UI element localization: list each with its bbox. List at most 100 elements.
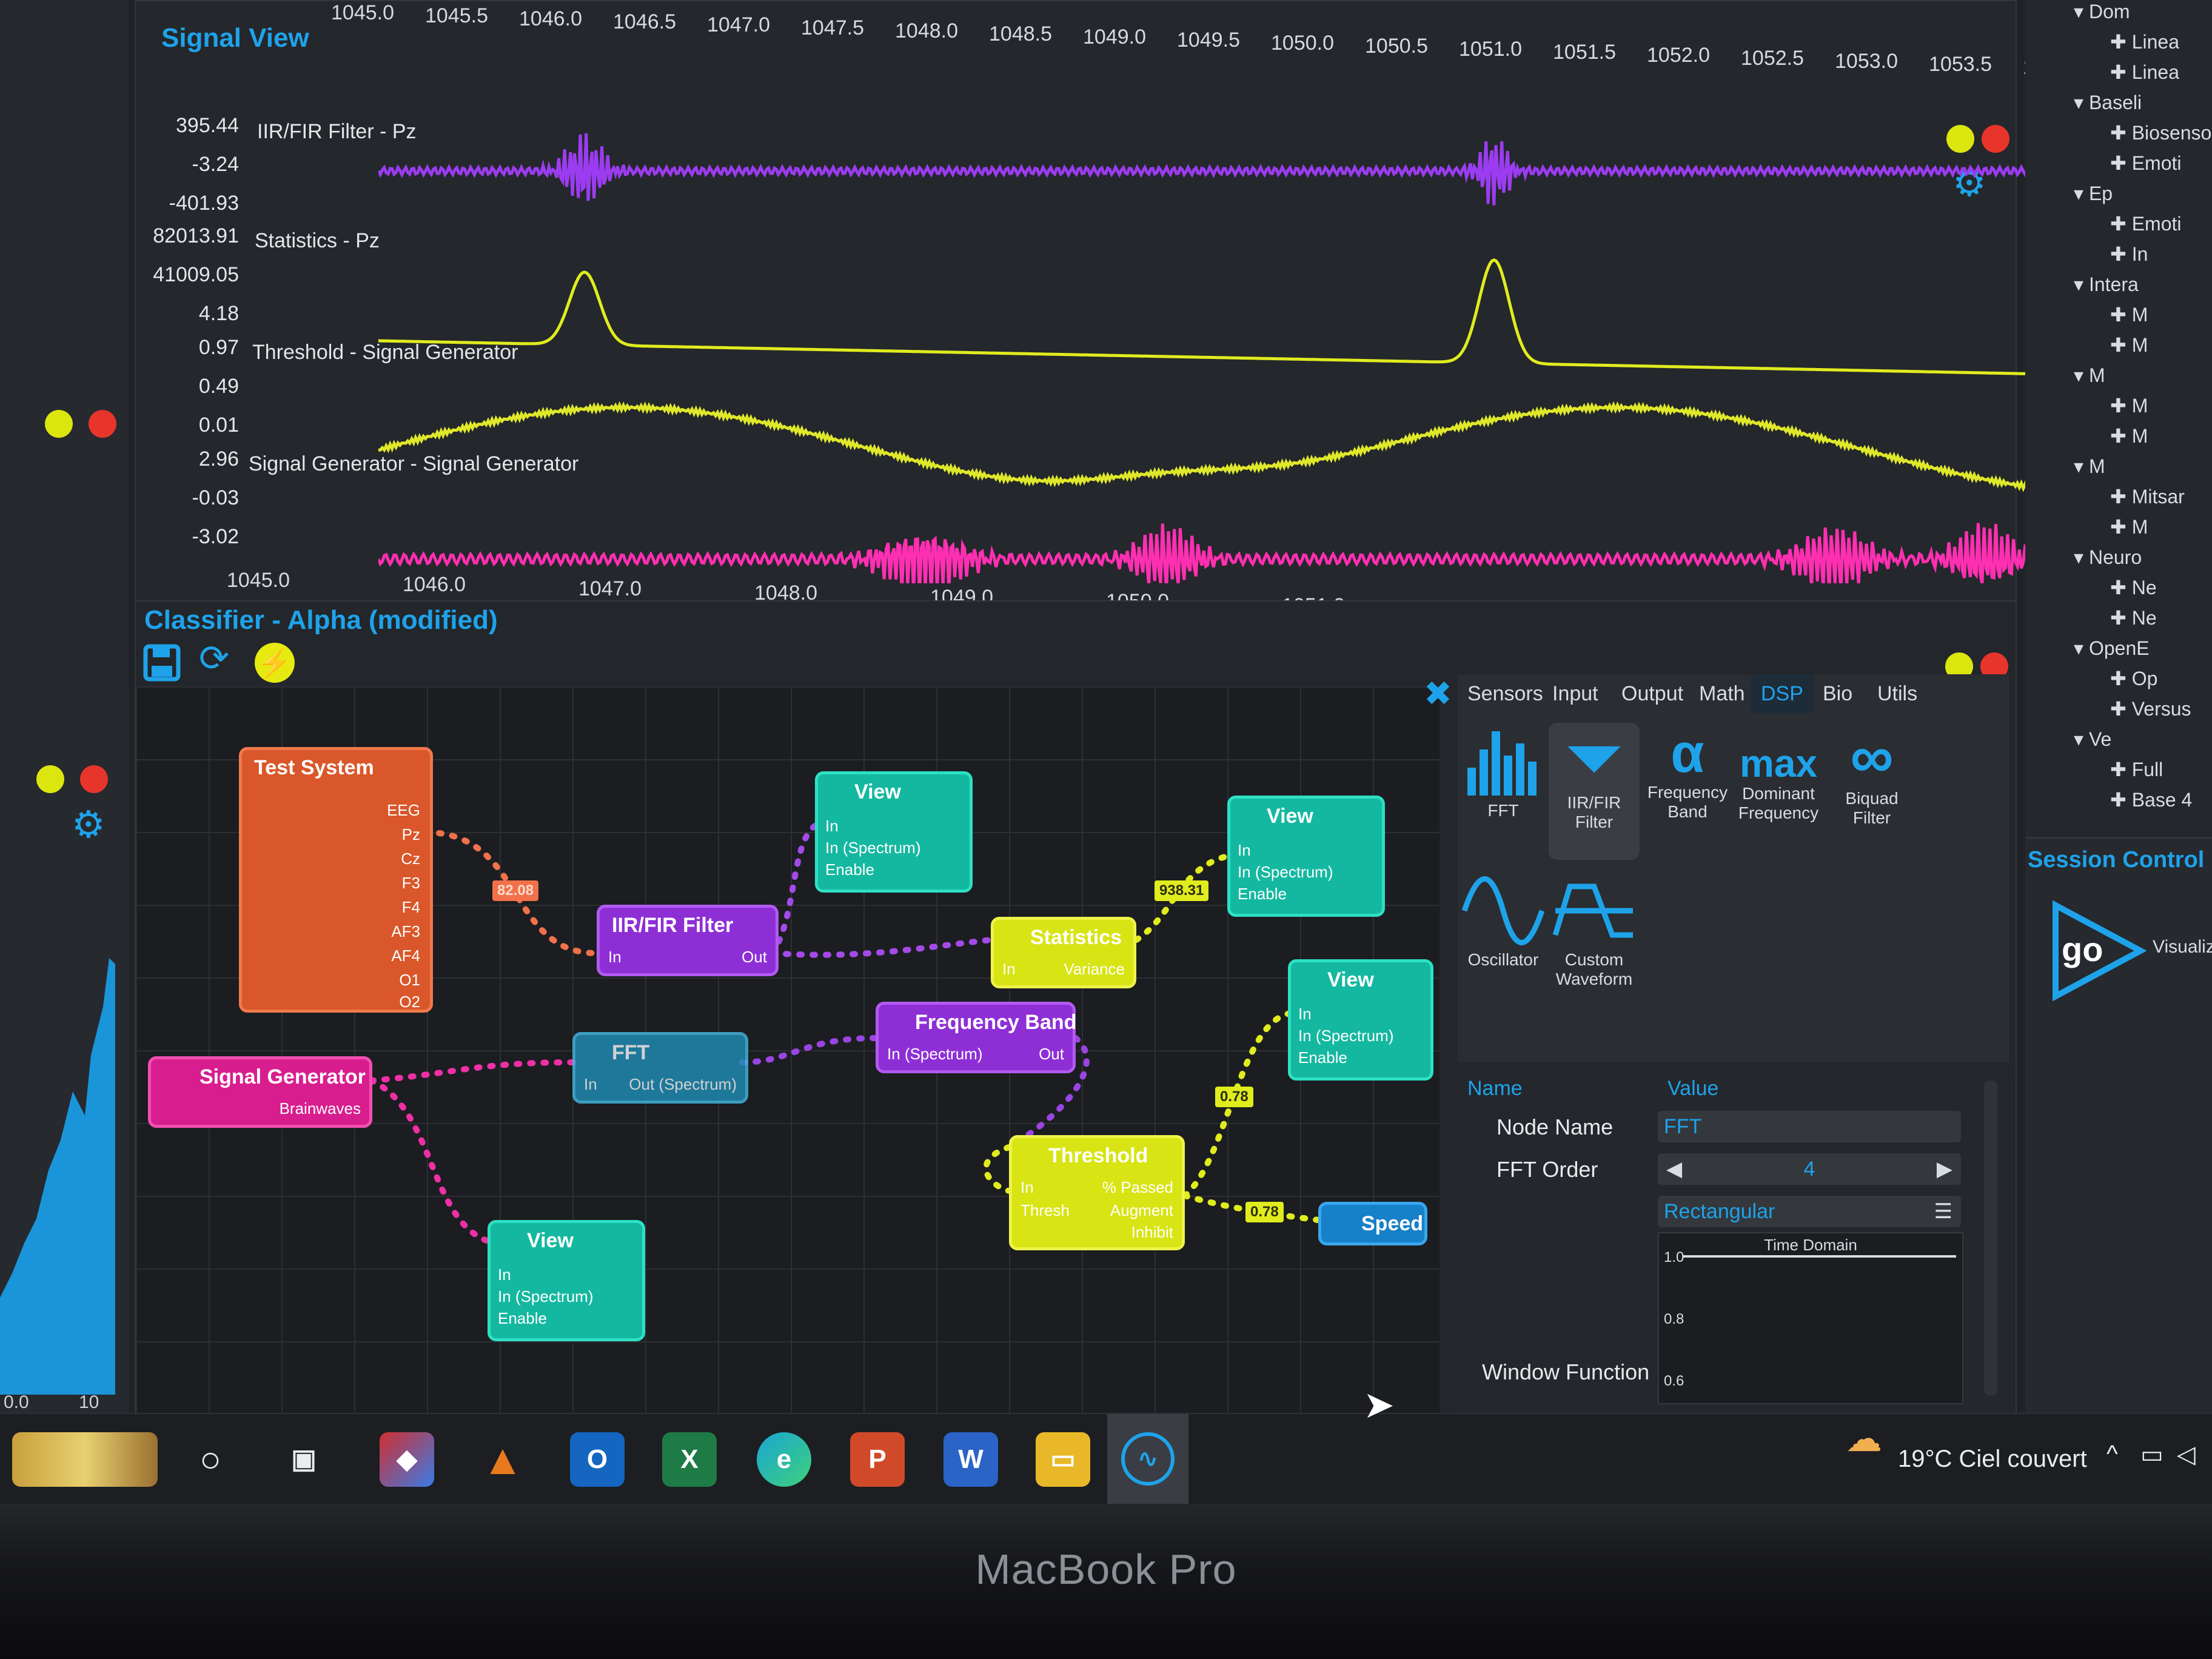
tool-iir-fir-filter[interactable]: ⏷ IIR/FIR Filter: [1549, 723, 1640, 860]
task-view-icon[interactable]: ▣: [291, 1444, 317, 1474]
port-in[interactable]: In: [498, 1265, 511, 1284]
view-node[interactable]: View In In (Spectrum) Enable: [488, 1220, 645, 1341]
weather-icon[interactable]: ☁: [1846, 1418, 1882, 1459]
port-in[interactable]: In: [608, 948, 622, 966]
tree-item[interactable]: ✚ Linea: [2110, 31, 2179, 53]
tab-utils[interactable]: Utils: [1877, 682, 1918, 705]
tool-custom-waveform[interactable]: Custom Waveform: [1549, 874, 1640, 1008]
fft-order-stepper[interactable]: ◀ 4 ▶: [1658, 1153, 1961, 1185]
port-o1[interactable]: O1: [399, 971, 420, 989]
port-augment[interactable]: Augment: [1110, 1201, 1173, 1219]
widgets-icon[interactable]: [12, 1432, 158, 1487]
red-close-dot[interactable]: [89, 410, 116, 438]
port-in[interactable]: In: [1021, 1178, 1034, 1196]
network-icon[interactable]: ▭: [2140, 1441, 2163, 1468]
chevron-up-icon[interactable]: ^: [2106, 1441, 2118, 1467]
tree-item[interactable]: ✚ Linea: [2110, 61, 2179, 83]
paint-icon[interactable]: ◆: [380, 1432, 434, 1487]
gear-icon[interactable]: ⚙: [72, 804, 106, 846]
tree-item[interactable]: ▾ Ep: [2074, 183, 2113, 204]
weather-text[interactable]: 19°C Ciel couvert: [1898, 1446, 2087, 1472]
tree-item[interactable]: ✚ M: [2110, 516, 2148, 538]
yellow-status-dot[interactable]: [45, 410, 73, 438]
tree-item[interactable]: ▾ M: [2074, 455, 2105, 477]
tree-item[interactable]: ▾ Baseli: [2074, 92, 2142, 113]
scrollbar[interactable]: [1984, 1081, 1997, 1396]
tools-icon[interactable]: ✖: [1424, 674, 1452, 712]
tree-item[interactable]: ✚ Emoti: [2110, 152, 2182, 174]
tab-output[interactable]: Output: [1621, 682, 1684, 705]
tree-item[interactable]: ✚ M: [2110, 334, 2148, 356]
port-in-spectrum[interactable]: In (Spectrum): [1298, 1027, 1394, 1045]
fft-node[interactable]: FFT In Out (Spectrum): [572, 1032, 748, 1104]
tree-item[interactable]: ✚ Mitsar: [2110, 486, 2185, 508]
tree-item[interactable]: ✚ In: [2110, 243, 2148, 265]
tab-dsp[interactable]: DSP: [1751, 674, 1813, 713]
tree-item[interactable]: ▾ OpenE: [2074, 637, 2150, 659]
port-in[interactable]: In: [825, 817, 839, 835]
port-in[interactable]: In: [1238, 841, 1251, 859]
port-in[interactable]: In: [1002, 960, 1016, 978]
tab-math[interactable]: Math: [1699, 682, 1745, 705]
port-enable[interactable]: Enable: [1298, 1048, 1347, 1067]
tree-item[interactable]: ✚ Op: [2110, 668, 2158, 689]
tree-item[interactable]: ▾ Dom: [2074, 1, 2130, 22]
word-icon[interactable]: W: [943, 1432, 998, 1487]
node-name-field[interactable]: FFT: [1658, 1111, 1961, 1142]
view-node[interactable]: View In In (Spectrum) Enable: [1227, 796, 1385, 917]
port-o2[interactable]: O2: [399, 993, 420, 1011]
tree-item[interactable]: ✚ M: [2110, 395, 2148, 417]
port-in[interactable]: In: [584, 1075, 597, 1093]
tree-item[interactable]: ✚ M: [2110, 425, 2148, 447]
port-in-spectrum[interactable]: In (Spectrum): [1238, 863, 1333, 881]
yellow-status-dot[interactable]: [1946, 125, 1974, 153]
statistics-node[interactable]: Statistics In Variance: [991, 917, 1136, 988]
tab-input[interactable]: Input: [1552, 682, 1598, 705]
tool-oscillator[interactable]: Oscillator: [1458, 874, 1549, 1008]
port-in[interactable]: In: [1298, 1005, 1312, 1023]
view-node[interactable]: View In In (Spectrum) Enable: [1288, 959, 1433, 1081]
outlook-icon[interactable]: O: [570, 1432, 625, 1487]
tool-frequency-band[interactable]: α Frequency Band: [1642, 725, 1733, 862]
save-icon[interactable]: [143, 644, 181, 688]
port-enable[interactable]: Enable: [825, 860, 874, 879]
excel-icon[interactable]: X: [662, 1432, 717, 1487]
explorer-icon[interactable]: ▭: [1036, 1432, 1090, 1487]
port-variance[interactable]: Variance: [1064, 960, 1125, 978]
port-out-spectrum[interactable]: Out (Spectrum): [629, 1075, 737, 1093]
powerpoint-icon[interactable]: P: [850, 1432, 905, 1487]
neuro-app-icon[interactable]: ∿: [1107, 1414, 1188, 1505]
red-close-dot[interactable]: [1982, 125, 2009, 153]
frequency-band-node[interactable]: Frequency Band In (Spectrum) Out: [876, 1002, 1076, 1073]
port-in-spectrum[interactable]: In (Spectrum): [498, 1287, 594, 1305]
port-in-spectrum[interactable]: In (Spectrum): [887, 1045, 983, 1063]
tree-item[interactable]: ✚ Ne: [2110, 607, 2157, 629]
tree-item[interactable]: ▾ Ve: [2074, 728, 2112, 750]
tool-dominant-frequency[interactable]: max Dominant Frequency: [1733, 725, 1824, 862]
tree-item[interactable]: ▾ Intera: [2074, 273, 2139, 295]
port-passed[interactable]: % Passed: [1102, 1178, 1173, 1196]
tree-item[interactable]: ✚ Emoti: [2110, 213, 2182, 235]
port-thresh[interactable]: Thresh: [1021, 1201, 1070, 1219]
matlab-icon[interactable]: ▲: [481, 1436, 524, 1483]
view-node[interactable]: View In In (Spectrum) Enable: [815, 771, 973, 893]
tool-biquad-filter[interactable]: ∞ Biquad Filter: [1826, 725, 1917, 862]
refresh-icon[interactable]: ⟳: [199, 638, 230, 679]
port-pz[interactable]: Pz: [401, 825, 420, 843]
yellow-status-dot[interactable]: [36, 765, 64, 793]
signal-generator-node[interactable]: Signal Generator Brainwaves: [148, 1056, 372, 1128]
lightning-icon[interactable]: ⚡: [255, 643, 295, 683]
test-system-node[interactable]: Test System EEG Pz Cz F3 F4 AF3 AF4 O1 O…: [239, 747, 433, 1013]
tree-item[interactable]: ✚ Versus: [2110, 698, 2191, 720]
port-inhibit[interactable]: Inhibit: [1131, 1223, 1173, 1241]
tool-fft[interactable]: FFT: [1458, 725, 1549, 840]
port-brainwaves[interactable]: Brainwaves: [279, 1099, 361, 1118]
go-button[interactable]: go: [2043, 899, 2147, 1002]
port-enable[interactable]: Enable: [498, 1309, 547, 1327]
tree-item[interactable]: ✚ Ne: [2110, 577, 2157, 598]
port-cz[interactable]: Cz: [401, 850, 420, 868]
speaker-icon[interactable]: ◁: [2177, 1441, 2196, 1468]
port-in-spectrum[interactable]: In (Spectrum): [825, 839, 921, 857]
port-out[interactable]: Out: [742, 948, 767, 966]
port-af3[interactable]: AF3: [391, 922, 420, 940]
